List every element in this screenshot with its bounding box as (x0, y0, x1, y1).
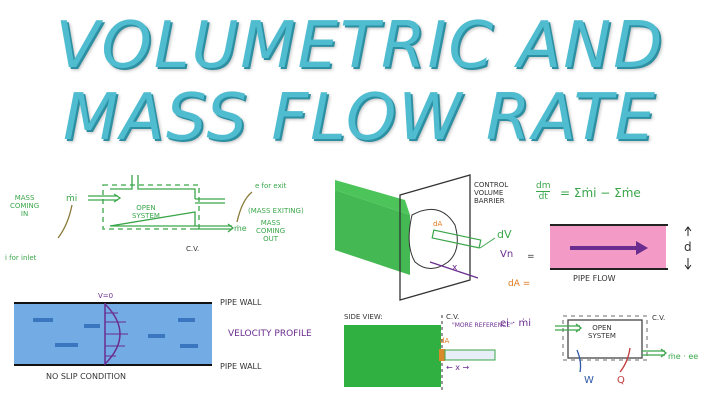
pipe-flow-sketch (550, 224, 692, 270)
Vn-label: Vn (500, 249, 514, 260)
control-volume-boundary (102, 184, 200, 230)
v0-label: V=0 (98, 292, 114, 300)
heat-label: Q (617, 375, 625, 386)
open-system-line1: OPEN (136, 204, 156, 212)
open-system-box (109, 175, 196, 227)
mass-balance-rhs: = Σṁi − Σṁe (560, 186, 641, 200)
energy-outlet-arrow (642, 348, 668, 358)
inlet-pointer (57, 204, 73, 239)
side-view-x-label: ← x → (446, 363, 470, 372)
d-label: d (684, 240, 692, 254)
dm-dt-fraction: dm dt (536, 181, 551, 202)
ei-mi-label: ei · ṁi (500, 318, 531, 329)
flow-arrows (33, 318, 198, 348)
Vn-equals: = (527, 252, 535, 262)
flow-arrow-head (636, 241, 648, 255)
mass-coming-in-line1: MASS (14, 194, 35, 202)
velocity-profile-sketch (14, 302, 212, 366)
title-line-2: MASS FLOW RATE (63, 81, 657, 155)
i-for-inlet-label: i for inlet (5, 254, 37, 262)
cv-barrier-label: CONTROL VOLUME BARRIER (474, 181, 508, 205)
m-in-label: ṁi (66, 194, 78, 204)
more-reference-label: "MORE REFERENCE" (452, 322, 513, 329)
mass-coming-out-label: MASS COMING OUT (256, 219, 285, 243)
x-label: x (452, 263, 458, 273)
energy-open-line2: SYSTEM (588, 332, 616, 340)
barrier-line3: BARRIER (474, 197, 505, 205)
work-label: W (584, 375, 594, 386)
d-dimension-arrows (684, 226, 692, 270)
m-out-label: ṁe (234, 224, 247, 233)
pipe-wall-top-label: PIPE WALL (220, 298, 262, 307)
dm-numerator: dm (536, 181, 551, 192)
profile-arrows (105, 312, 128, 357)
side-view-sketch (344, 315, 496, 392)
no-slip-label: NO SLIP CONDITION (46, 372, 126, 381)
exit-pointer (236, 191, 253, 223)
cylinder-top (335, 180, 410, 215)
x-arrow (429, 261, 479, 279)
side-view-cv-label: C.V. (446, 313, 460, 321)
barrier-line1: CONTROL (474, 181, 509, 189)
side-view-green-block (344, 325, 441, 387)
mass-coming-in-line3: IN (20, 210, 29, 218)
control-volume-sketch (335, 174, 496, 301)
pipe-wall-bottom-label: PIPE WALL (220, 362, 262, 371)
mass-coming-in-label: MASS COMING IN (10, 194, 39, 218)
energy-system-box (567, 319, 643, 359)
reference-element (444, 349, 496, 361)
cv-barrier-plane (399, 174, 471, 301)
barrier-line2: VOLUME (474, 189, 504, 197)
me-ee-label: ṁe · ee (668, 352, 699, 361)
open-system-sketch (57, 175, 253, 239)
green-cylinder (335, 190, 410, 275)
mass-coming-out-line3: OUT (263, 235, 279, 243)
energy-system-sketch (555, 315, 668, 373)
mass-coming-out-line1: MASS (260, 219, 281, 227)
energy-open-system-label: OPEN SYSTEM (588, 324, 616, 340)
side-view-dA-label: dA (440, 337, 450, 345)
mass-coming-out-line2: COMING (256, 227, 286, 235)
volume-element (431, 229, 482, 249)
dA-label: dA (433, 220, 443, 228)
work-arrow (576, 349, 582, 373)
heat-arrow (619, 347, 631, 373)
outlet-arrow (195, 223, 235, 233)
dV-label: dV (497, 228, 512, 241)
open-system-label: OPEN SYSTEM (132, 204, 160, 220)
dv-pointer (479, 237, 496, 249)
cross-section (408, 208, 458, 269)
energy-cv-label: C.V. (652, 314, 666, 322)
open-system-line2: SYSTEM (132, 212, 160, 220)
inlet-arrow (88, 193, 122, 203)
energy-open-line1: OPEN (592, 324, 612, 332)
mass-coming-in-line2: COMING (10, 202, 40, 210)
e-for-exit-label: e for exit (255, 182, 287, 190)
dA-equals-label: dA = (508, 279, 531, 289)
pipe-flow-label: PIPE FLOW (573, 274, 616, 283)
velocity-profile-label: VELOCITY PROFILE (228, 329, 312, 339)
mass-exiting-label: (MASS EXITING) (248, 207, 304, 215)
title-line-1: VOLUMETRIC AND (55, 9, 665, 83)
cv-label: C.V. (186, 245, 200, 253)
outlet-pipe (195, 198, 225, 204)
dA-marker (439, 349, 445, 361)
energy-cv-boundary (562, 315, 648, 361)
energy-inlet-arrow (555, 323, 583, 333)
side-view-label: SIDE VIEW: (344, 313, 383, 321)
dt-denominator: dt (538, 192, 548, 202)
